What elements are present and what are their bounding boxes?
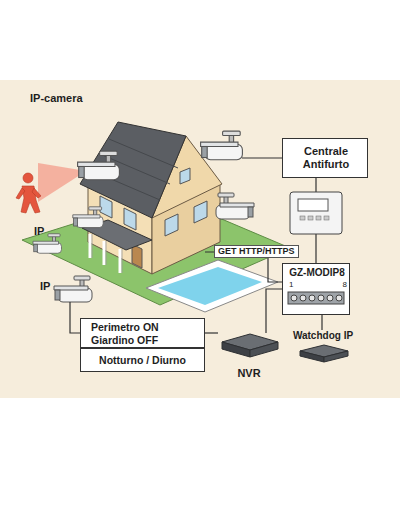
ip-camera <box>54 276 92 302</box>
alarm-panel <box>290 192 342 234</box>
terminal-strip <box>288 292 344 304</box>
house <box>152 184 220 274</box>
protocol-label: GET HTTP/HTTPS <box>214 245 299 258</box>
wire <box>70 158 282 333</box>
node-title: GZ-MODIP8 <box>283 267 351 279</box>
pool <box>146 260 278 312</box>
intruder-cone <box>38 163 80 202</box>
pin-number: 1 <box>289 280 301 290</box>
mode-box: Perimetro ON Giardino OFF <box>80 318 205 348</box>
pool <box>146 260 278 312</box>
alarm-panel <box>290 192 342 234</box>
ip-camera <box>33 131 254 302</box>
ip-camera <box>33 234 62 254</box>
house <box>80 122 186 218</box>
alarm-panel <box>316 216 321 220</box>
terminal-strip <box>327 295 333 301</box>
house <box>90 139 178 200</box>
io-module-box: GZ-MODIP81 8 <box>282 263 350 315</box>
terminal-strip <box>291 295 297 301</box>
lawn <box>22 195 290 305</box>
ip-camera <box>73 207 103 228</box>
connector-line <box>315 178 316 263</box>
house <box>152 136 222 218</box>
nvr-device <box>222 342 250 357</box>
house <box>132 244 142 268</box>
house <box>80 122 222 274</box>
connector-line <box>266 289 282 333</box>
alarm-panel <box>298 199 328 211</box>
camera-label: IP <box>34 225 44 238</box>
ip-camera <box>201 131 243 160</box>
watchdog-device <box>300 345 348 362</box>
terminal-strip <box>309 295 315 301</box>
intruder-figure <box>21 186 40 213</box>
node-title: Notturno / Diurno <box>81 354 204 367</box>
intruder-figure <box>16 173 41 213</box>
camera-label: IP-camera <box>30 92 83 105</box>
watchdog-device <box>300 345 348 357</box>
terminal-strip <box>318 295 324 301</box>
node-title: Centrale Antifurto <box>283 145 369 171</box>
alarm-panel <box>300 216 305 220</box>
node-title: NVR <box>218 367 280 380</box>
mode-box: Notturno / Diurno <box>80 348 205 372</box>
watchdog-node: Watchdog IP <box>288 330 358 364</box>
pin-number: 8 <box>335 280 347 290</box>
house <box>194 201 207 223</box>
intruder-figure <box>32 188 41 198</box>
watchdog-device <box>300 351 324 362</box>
nvr-node: NVR <box>218 333 280 381</box>
terminal-strip <box>288 292 344 304</box>
house <box>90 234 120 273</box>
nvr-device <box>222 334 278 350</box>
wire <box>205 252 282 282</box>
lawn <box>22 195 290 305</box>
ip-camera <box>216 193 254 219</box>
connector-line <box>321 315 322 330</box>
house <box>92 234 122 273</box>
connector-line <box>205 332 218 333</box>
alarm-panel <box>308 216 313 220</box>
house <box>88 180 152 274</box>
wire <box>70 302 80 333</box>
intruder-cone <box>38 163 80 202</box>
house <box>124 208 136 230</box>
alarm-panel <box>324 216 329 220</box>
house <box>82 220 152 250</box>
camera-label: IP <box>40 280 50 293</box>
controller-box: Centrale Antifurto <box>282 138 368 178</box>
terminal-strip <box>300 295 306 301</box>
intruder-figure <box>16 188 25 199</box>
house <box>165 214 178 236</box>
house <box>180 168 190 184</box>
nvr-device <box>250 342 278 357</box>
intruder-figure <box>23 173 33 183</box>
house <box>100 196 112 218</box>
watchdog-device <box>324 351 348 362</box>
nvr-device <box>222 334 278 357</box>
wire <box>242 157 282 158</box>
ip-camera <box>78 151 120 180</box>
background-panel <box>0 80 400 398</box>
pool <box>158 267 262 305</box>
node-title: Perimetro ON Giardino OFF <box>91 321 175 346</box>
terminal-strip <box>336 295 342 301</box>
node-title: Watchdog IP <box>288 330 358 342</box>
